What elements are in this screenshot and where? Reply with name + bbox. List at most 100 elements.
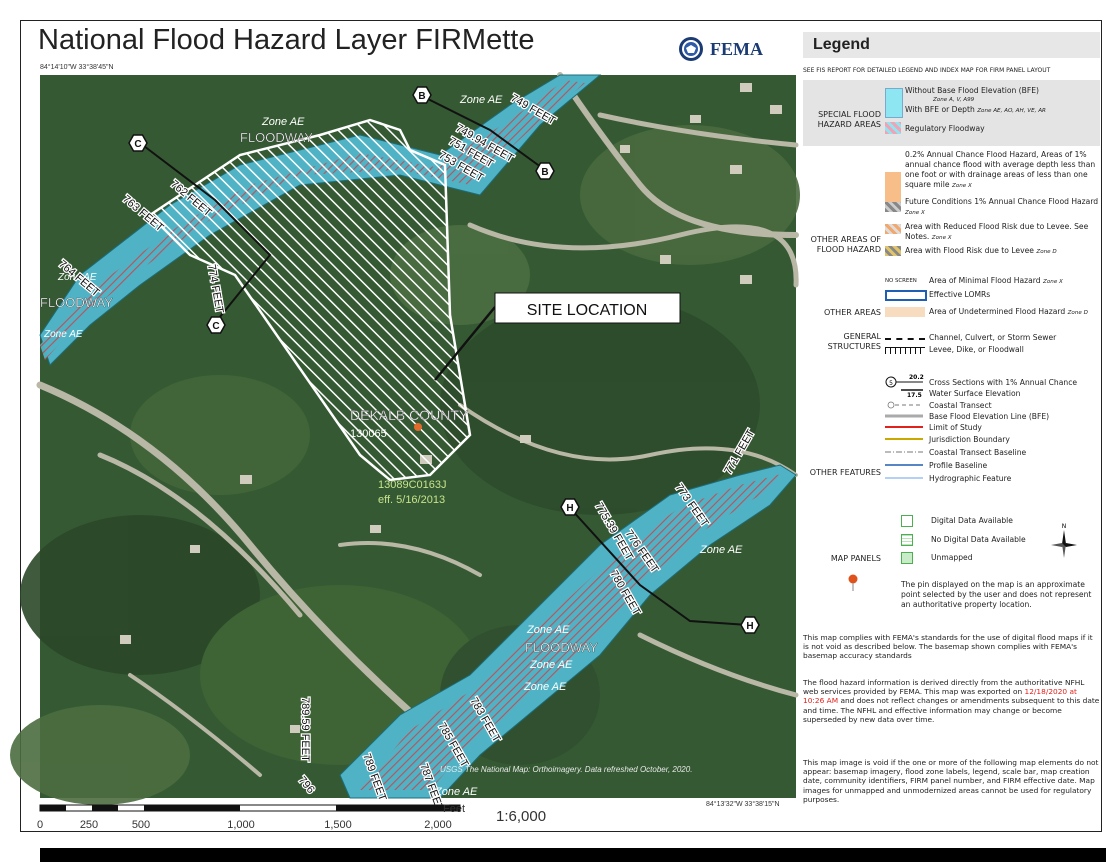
legend-item-levee-risk: Area with Flood Risk due to Levee Zone D xyxy=(905,246,1057,255)
unmapped-swatch xyxy=(901,552,913,564)
legend-item-lomr: Effective LOMRs xyxy=(929,290,991,299)
pin-icon xyxy=(848,574,858,591)
legend-category-other-flood: OTHER AREAS OF FLOOD HAZARD xyxy=(810,235,881,254)
svg-text:5: 5 xyxy=(889,380,893,387)
bfe-label: 789.59 FEET xyxy=(299,697,311,762)
legend-category-other-features: OTHER FEATURES xyxy=(809,468,881,477)
cross-section-label: B xyxy=(418,91,425,102)
site-location-label: SITE LOCATION xyxy=(527,302,648,319)
scale-bar: 0 250 500 1,000 1,500 2,000 Feet 1:6,000 xyxy=(37,800,800,840)
floodway-label: FLOODWAY xyxy=(240,130,313,145)
svg-text:2,000: 2,000 xyxy=(424,819,452,831)
note-compliance: This map complies with FEMA's standards … xyxy=(803,633,1093,661)
legend-category-special: SPECIAL FLOOD HAZARD AREAS xyxy=(817,110,881,129)
county-label: DEKALB COUNTY xyxy=(350,407,469,423)
legend-item-bfe-line: Base Flood Elevation Line (BFE) xyxy=(929,412,1050,421)
top-left-coordinate: 84°14'10"W 33°38'45"N xyxy=(40,64,114,71)
floodway-label: FLOODWAY xyxy=(40,295,113,310)
legend-item-with-bfe: With BFE or Depth Zone AE, AO, AH, VE, A… xyxy=(905,105,1046,114)
floodway-areas xyxy=(40,80,785,790)
lomr-swatch xyxy=(885,290,927,301)
cross-section-label: B xyxy=(541,167,548,178)
no-digital-data-swatch xyxy=(901,534,913,546)
site-location-box xyxy=(494,292,681,324)
legend-item-transect-base: Coastal Transect Baseline xyxy=(929,448,1027,457)
legend-item-floodway: Regulatory Floodway xyxy=(905,124,985,133)
cross-section-label: C xyxy=(134,139,141,150)
community-id-label: 130065 xyxy=(350,428,387,440)
legend-item-levee: Levee, Dike, or Floodwall xyxy=(929,345,1024,354)
note-void: This map image is void if the one or mor… xyxy=(803,758,1099,804)
channel-swatch xyxy=(885,338,925,340)
legend-title: Legend xyxy=(813,36,870,53)
legend-panel: Legend SEE FIS REPORT FOR DETAILED LEGEN… xyxy=(803,32,1103,822)
legend-category-other-areas: OTHER AREAS xyxy=(824,308,881,317)
zone-label: Zone AE xyxy=(523,681,567,693)
legend-item-limit: Limit of Study xyxy=(929,423,982,432)
site-leader-line xyxy=(434,306,496,381)
legend-item-reduced: Area with Reduced Flood Risk due to Leve… xyxy=(905,222,1089,241)
cross-section-label: H xyxy=(746,621,753,632)
export-timestamp: 12/18/2020 at 10:26 AM xyxy=(803,687,1077,706)
legend-item-hydro: Hydrographic Feature xyxy=(929,474,1012,483)
zone-label: Zone AE xyxy=(699,544,743,556)
fema-wordmark: FEMA xyxy=(710,38,763,59)
legend-item-jurisdiction: Jurisdiction Boundary xyxy=(929,435,1010,444)
levee-risk-swatch xyxy=(885,246,901,256)
reduced-risk-swatch xyxy=(885,224,901,234)
scale-bar-segments xyxy=(39,804,461,812)
zone-label: Zone AE xyxy=(57,272,97,283)
legend-item-annual02: 0.2% Annual Chance Flood Hazard, Areas o… xyxy=(905,150,1096,189)
legend-item-profile: Profile Baseline xyxy=(929,461,988,470)
legend-item-xs-a: Cross Sections with 1% Annual Chance xyxy=(929,378,1078,387)
legend-item-digital: Digital Data Available xyxy=(931,516,1013,525)
svg-text:1,000: 1,000 xyxy=(227,819,255,831)
cross-section-label: H xyxy=(566,503,573,514)
flood-map[interactable]: SITE LOCATION DEKALB COUNTY 130065 13089… xyxy=(10,72,800,814)
legend-item-minimal: Area of Minimal Flood Hazard Zone X xyxy=(929,276,1063,285)
special-flood-section xyxy=(803,80,1100,146)
roads xyxy=(36,72,799,777)
zone-ae-swatch xyxy=(885,88,903,118)
legend-category-general: GENERAL STRUCTURES xyxy=(827,332,881,351)
svg-text:1,500: 1,500 xyxy=(324,819,352,831)
zone-label: Zone AE xyxy=(459,94,503,106)
svg-text:0: 0 xyxy=(37,819,43,831)
panel-number-label: 13089C0163J xyxy=(378,479,447,491)
legend-item-without-bfe: Without Base Flood Elevation (BFE) xyxy=(905,86,1039,95)
bottom-bar xyxy=(40,848,1106,862)
bottom-right-coordinate: 84°13'32"W 33°38'15"N xyxy=(706,801,780,808)
site-location-polygon[interactable] xyxy=(148,118,472,482)
zone-label: Zone AE xyxy=(261,116,305,128)
legend-item-channel: Channel, Culvert, or Storm Sewer xyxy=(929,333,1057,342)
fema-seal-icon xyxy=(679,37,703,61)
legend-zone-note: Zone A, V, A99 xyxy=(933,97,975,103)
future-conditions-swatch xyxy=(885,202,901,212)
svg-text:17.5: 17.5 xyxy=(907,392,922,399)
svg-text:20.2: 20.2 xyxy=(909,374,924,381)
legend-item-future: Future Conditions 1% Annual Chance Flood… xyxy=(905,197,1099,216)
scale-bar-ticks: 0 250 500 1,000 1,500 2,000 xyxy=(37,819,452,831)
svg-text:250: 250 xyxy=(80,819,98,831)
zone-label: Zone AE xyxy=(43,329,83,340)
floodway-swatch xyxy=(885,122,901,134)
legend-category-map-panels: MAP PANELS xyxy=(830,554,881,563)
zone-label: Zone AE xyxy=(434,786,478,798)
zone-label: Zone AE xyxy=(529,659,573,671)
zone-label: Zone AE xyxy=(526,624,570,636)
north-arrow-icon: N xyxy=(1049,520,1079,566)
other-features-swatches: 5 20.2 17.5 xyxy=(885,374,924,479)
legend-item-undetermined: Area of Undetermined Flood Hazard Zone D xyxy=(929,307,1088,316)
legend-item-transect: Coastal Transect xyxy=(929,401,992,410)
cross-section-lines xyxy=(139,94,749,626)
basemap-credit: USGS The National Map: Orthoimagery. Dat… xyxy=(440,765,692,774)
svg-text:N: N xyxy=(1062,523,1067,530)
fema-logo: FEMA xyxy=(678,36,763,62)
legend-header: Legend xyxy=(803,32,1100,58)
cross-section-markers: B B C C H H xyxy=(128,86,760,634)
floodway-label: FLOODWAY xyxy=(525,640,598,655)
scale-unit: Feet xyxy=(443,803,465,815)
levee-swatch xyxy=(885,347,925,354)
legend-item-xs-b: Water Surface Elevation xyxy=(929,389,1021,398)
legend-no-screen: NO SCREEN xyxy=(885,278,917,284)
